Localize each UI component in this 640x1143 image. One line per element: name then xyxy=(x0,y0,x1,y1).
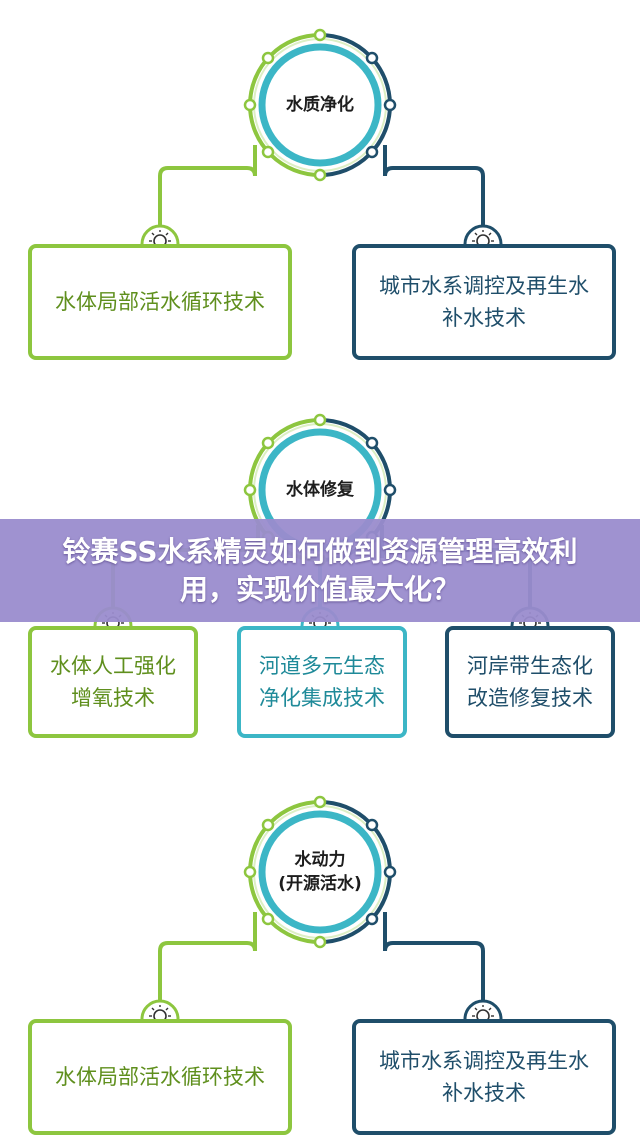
hub-dot xyxy=(261,51,275,65)
hub-label: 水质净化 xyxy=(286,95,354,115)
bulb-ray xyxy=(488,1007,492,1011)
box-urban-water-regulation-2: 城市水系调控及再生水 补水技术 xyxy=(352,1019,616,1135)
box-label: 河岸带生态化 改造修复技术 xyxy=(467,654,593,710)
bulb-ray xyxy=(474,1007,478,1011)
box-riparian-restoration: 河岸带生态化 改造修复技术 xyxy=(445,626,615,738)
hub-dot xyxy=(261,436,275,450)
banner-title: 铃赛SS水系精灵如何做到资源管理高效利用，实现价值最大化？ xyxy=(62,534,578,606)
hub-dot xyxy=(365,912,379,926)
bulb-ray xyxy=(165,1007,169,1011)
hub-dot xyxy=(383,98,397,112)
hub-water-purification: 水质净化 xyxy=(270,55,370,155)
bulb-ray xyxy=(151,1007,155,1011)
connector-line xyxy=(158,145,257,244)
hub-dot xyxy=(243,483,257,497)
hub-inner-ring xyxy=(258,43,382,167)
hub-dot xyxy=(313,168,327,182)
hub-dot xyxy=(365,818,379,832)
box-ecological-purification: 河道多元生态 净化集成技术 xyxy=(237,626,407,738)
hub-dot xyxy=(261,912,275,926)
bulb-ray xyxy=(165,232,169,236)
box-aeration: 水体人工强化 增氧技术 xyxy=(28,626,198,738)
hub-label: 水体修复 xyxy=(286,480,354,500)
connector-line xyxy=(158,912,257,1019)
bulb-ray xyxy=(474,232,478,236)
box-label: 水体局部活水循环技术 xyxy=(55,290,265,314)
bulb-ray xyxy=(151,232,155,236)
hub-dot xyxy=(313,28,327,42)
hub-dot xyxy=(261,818,275,832)
connector-line xyxy=(383,145,485,244)
hub-dot xyxy=(365,436,379,450)
hub-dot xyxy=(313,795,327,809)
box-local-circulation-2: 水体局部活水循环技术 xyxy=(28,1019,292,1135)
hub-dot xyxy=(243,98,257,112)
hub-dot xyxy=(313,413,327,427)
hub-dot xyxy=(365,51,379,65)
box-urban-water-regulation: 城市水系调控及再生水 补水技术 xyxy=(352,244,616,360)
box-label: 水体局部活水循环技术 xyxy=(55,1065,265,1089)
box-label: 城市水系调控及再生水 补水技术 xyxy=(379,1049,589,1105)
connector-line xyxy=(383,912,485,1019)
hub-dot xyxy=(261,145,275,159)
hub-dot xyxy=(365,145,379,159)
hub-inner-ring xyxy=(258,810,382,934)
bulb-ray xyxy=(488,232,492,236)
box-label: 城市水系调控及再生水 补水技术 xyxy=(379,274,589,330)
hub-dot xyxy=(313,935,327,949)
box-label: 河道多元生态 净化集成技术 xyxy=(259,654,385,710)
hub-dot xyxy=(243,865,257,879)
box-label: 水体人工强化 增氧技术 xyxy=(50,654,176,710)
hub-dot xyxy=(383,865,397,879)
title-banner: 铃赛SS水系精灵如何做到资源管理高效利用，实现价值最大化？ xyxy=(0,519,640,622)
box-local-circulation: 水体局部活水循环技术 xyxy=(28,244,292,360)
hub-dot xyxy=(383,483,397,497)
hub-label: 水动力 (开源活水) xyxy=(278,850,362,894)
hub-hydrodynamics: 水动力 (开源活水) xyxy=(270,822,370,922)
